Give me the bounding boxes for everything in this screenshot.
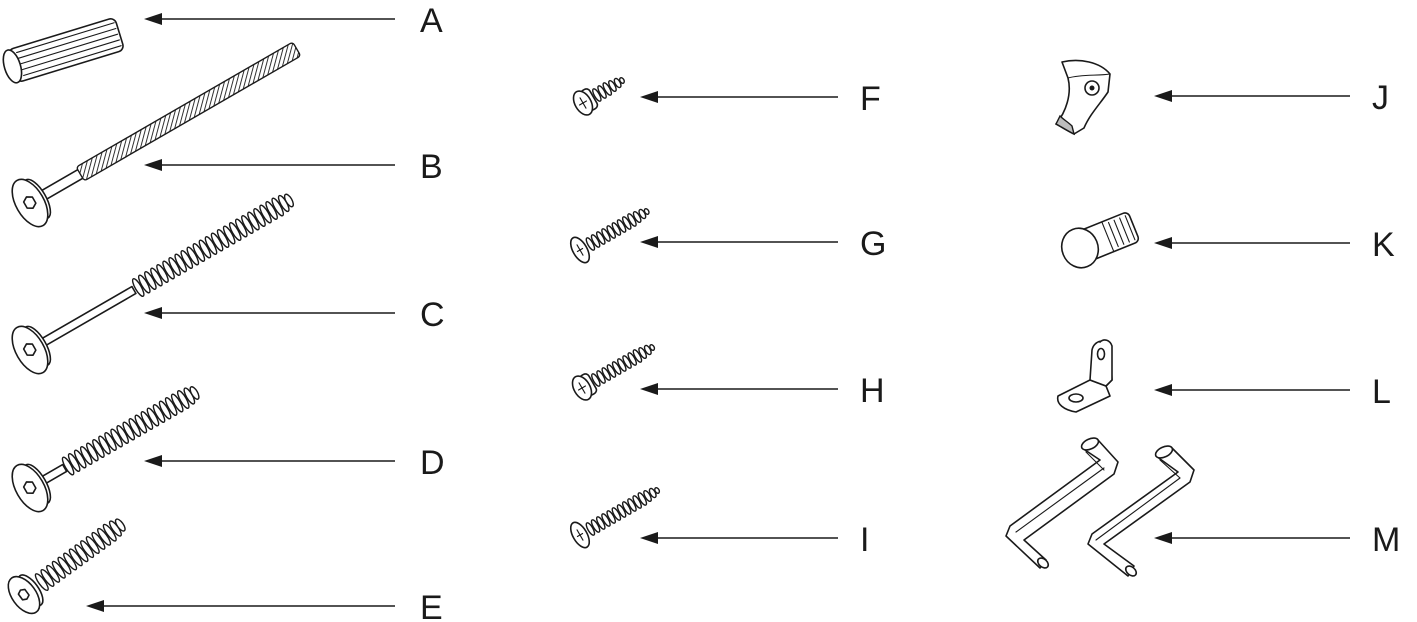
label-g: G bbox=[860, 225, 886, 263]
label-e: E bbox=[420, 589, 443, 622]
arrow-b bbox=[144, 159, 395, 171]
arrow-g bbox=[640, 236, 838, 248]
arrow-e bbox=[86, 600, 395, 612]
barrel-nut-icon bbox=[1060, 212, 1140, 269]
arrow-m bbox=[1154, 532, 1350, 544]
part-c: C bbox=[11, 193, 445, 375]
long-wafer-head-screw-icon bbox=[569, 487, 661, 549]
long-threaded-bolt-icon bbox=[11, 193, 295, 375]
allen-key-right bbox=[1087, 445, 1195, 577]
label-h: H bbox=[860, 372, 885, 410]
wafer-head-screw-icon bbox=[569, 208, 650, 264]
short-phillips-screw-icon bbox=[572, 77, 625, 116]
part-l: L bbox=[1056, 339, 1391, 413]
label-i: I bbox=[860, 521, 869, 559]
label-m: M bbox=[1372, 521, 1400, 559]
wooden-dowel-icon bbox=[2, 18, 124, 84]
part-f: F bbox=[572, 77, 881, 118]
arrow-h bbox=[640, 383, 838, 395]
label-k: K bbox=[1372, 226, 1395, 264]
arrow-j bbox=[1154, 90, 1350, 102]
part-d: D bbox=[11, 386, 445, 513]
part-m: M bbox=[1005, 437, 1400, 577]
pan-head-screw-icon bbox=[571, 344, 656, 401]
arrow-a bbox=[144, 13, 395, 25]
long-knurled-connector-bolt-icon bbox=[11, 42, 301, 228]
arrow-k bbox=[1154, 237, 1350, 249]
arrow-i bbox=[640, 532, 838, 544]
part-e: E bbox=[7, 518, 443, 622]
label-d: D bbox=[420, 444, 445, 482]
label-b: B bbox=[420, 148, 443, 186]
allen-key-left bbox=[1005, 437, 1119, 569]
part-h: H bbox=[571, 344, 885, 410]
arrow-d bbox=[144, 455, 395, 467]
arrow-l bbox=[1154, 384, 1350, 396]
medium-threaded-bolt-icon bbox=[11, 386, 200, 513]
label-a: A bbox=[420, 2, 443, 40]
label-j: J bbox=[1372, 79, 1389, 117]
short-threaded-bolt-icon bbox=[7, 518, 126, 615]
cam-lock-clip-icon bbox=[1055, 59, 1111, 136]
part-i: I bbox=[569, 487, 869, 559]
label-l: L bbox=[1372, 373, 1391, 411]
part-k: K bbox=[1060, 212, 1395, 269]
part-g: G bbox=[569, 208, 886, 264]
label-c: C bbox=[420, 296, 445, 334]
part-b: B bbox=[11, 42, 443, 228]
arrow-f bbox=[640, 91, 838, 103]
part-j: J bbox=[1055, 59, 1389, 136]
part-a: A bbox=[2, 2, 443, 84]
allen-key-pair-icon bbox=[1005, 437, 1195, 577]
label-f: F bbox=[860, 80, 881, 118]
arrow-c bbox=[144, 307, 395, 319]
angle-bracket-icon bbox=[1056, 339, 1113, 413]
